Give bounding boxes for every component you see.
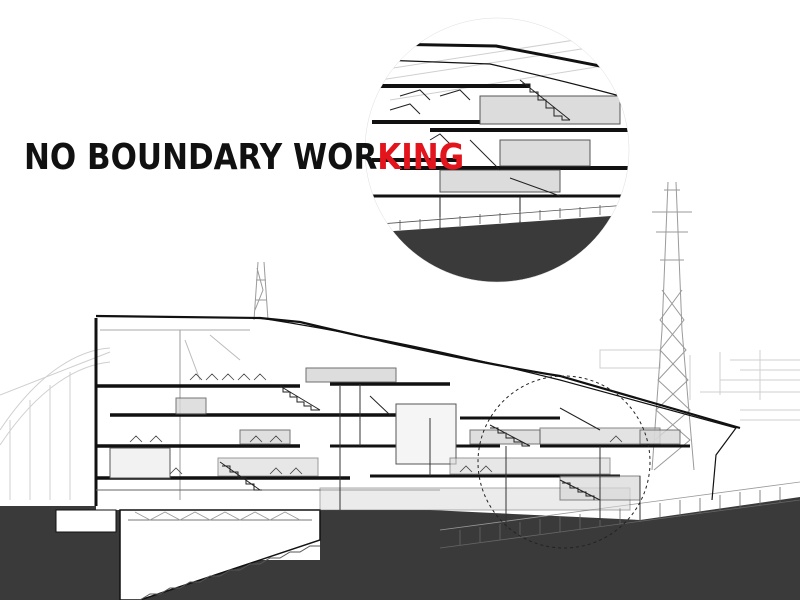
columns	[339, 384, 641, 530]
furniture	[129, 373, 623, 475]
detail-circle-outline	[364, 17, 630, 283]
detail-enlargement	[365, 18, 629, 282]
detail-callout-circle	[477, 375, 651, 549]
antenna-tower	[253, 261, 269, 321]
basement-auditorium	[55, 509, 321, 600]
title-red-part: KING	[377, 137, 465, 178]
transmission-tower	[651, 181, 695, 471]
stairs	[219, 385, 601, 501]
drawing-title: NO BOUNDARY WORKING	[24, 136, 464, 180]
title-black-part: NO BOUNDARY WOR	[24, 137, 378, 178]
floor-volumes	[109, 367, 681, 511]
context-background	[0, 347, 800, 500]
